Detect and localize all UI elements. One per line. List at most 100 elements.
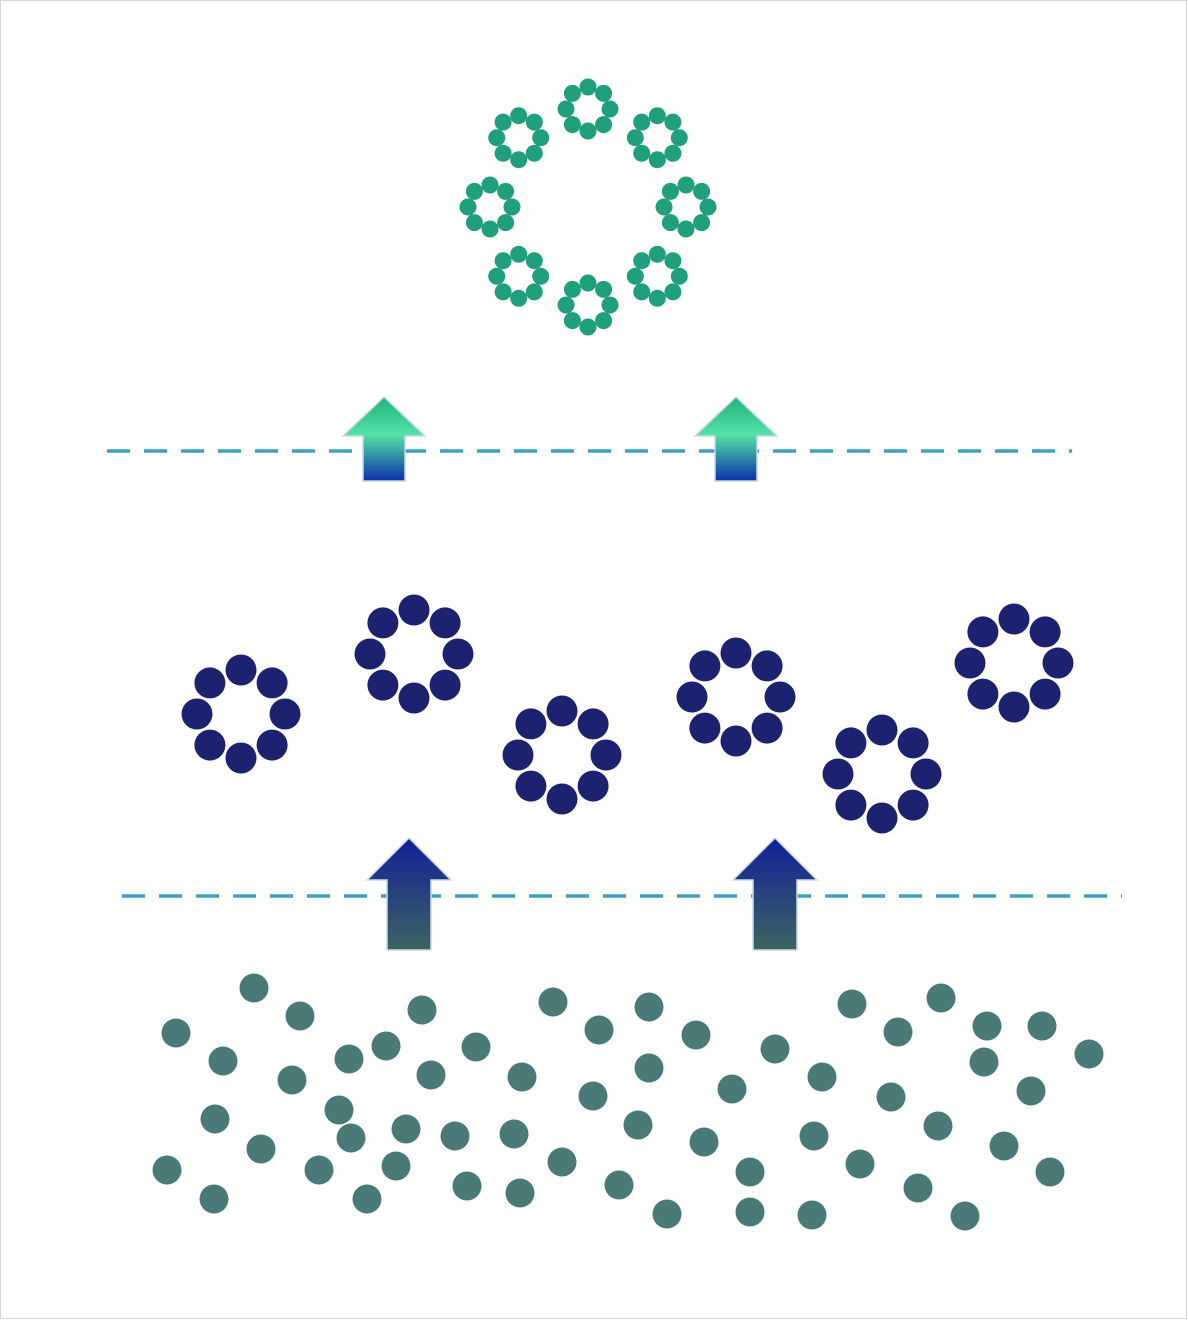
ring-bead — [256, 729, 288, 761]
monomer-particle — [371, 1031, 401, 1061]
super-ring-bead — [626, 267, 644, 285]
monomer-particle — [239, 973, 269, 1003]
ring-bead — [835, 727, 867, 759]
monomer-particle — [799, 1121, 829, 1151]
up-arrow-icon — [693, 395, 779, 482]
ring-bead — [866, 802, 898, 834]
super-ring-bead — [563, 116, 581, 134]
super-ring-bead — [664, 113, 682, 131]
ring-bead — [577, 770, 609, 802]
super-ring-bead — [595, 84, 613, 102]
ring-bead — [910, 758, 942, 790]
monomer-particle — [903, 1173, 933, 1203]
super-ring-bead — [532, 267, 550, 285]
super-ring-bead — [633, 283, 651, 301]
super-ring-bead — [648, 151, 666, 169]
monomer-particle — [1016, 1076, 1046, 1106]
sub-ring — [655, 176, 717, 238]
ring-bead — [835, 789, 867, 821]
ring-bead — [546, 695, 578, 727]
sub-ring — [488, 107, 550, 169]
divider-lines — [107, 449, 1122, 898]
monomer-particle — [634, 992, 664, 1022]
ring-bead — [897, 727, 929, 759]
ring-bead — [502, 739, 534, 771]
super-ring-bead — [563, 280, 581, 298]
super-ring-bead — [525, 252, 543, 270]
monomer-particle — [336, 1123, 366, 1153]
arrow-layer — [341, 395, 819, 951]
super-ring-bead — [481, 176, 499, 194]
monomer-particle — [461, 1032, 491, 1062]
super-ring-bead — [677, 176, 695, 194]
ring-bead — [577, 708, 609, 740]
ring-bead — [194, 667, 226, 699]
ring-bead — [367, 669, 399, 701]
super-ring-bead — [525, 283, 543, 301]
sub-ring — [626, 245, 688, 307]
monomer-particle — [246, 1134, 276, 1164]
monomer-particle — [304, 1155, 334, 1185]
super-ring-bead — [488, 267, 506, 285]
monomer-particle — [277, 1065, 307, 1095]
sub-ring — [459, 176, 521, 238]
ring-bead — [515, 708, 547, 740]
monomer-particle — [735, 1157, 765, 1187]
super-ring-bead — [661, 182, 679, 200]
ring-bead — [429, 607, 461, 639]
monomer-particle — [547, 1147, 577, 1177]
super-ring-bead — [481, 220, 499, 238]
monomer-particle — [717, 1074, 747, 1104]
sub-ring — [557, 78, 619, 140]
ring-bead — [764, 681, 796, 713]
ring-bead — [822, 758, 854, 790]
monomer-particle — [623, 1110, 653, 1140]
super-ring-bead — [693, 182, 711, 200]
octameric-ring — [954, 603, 1074, 723]
super-ring-bead — [525, 113, 543, 131]
monomer-particle — [950, 1201, 980, 1231]
monomer-particle — [989, 1131, 1019, 1161]
monomer-particle — [797, 1200, 827, 1230]
ring-bead — [689, 712, 721, 744]
super-ring-bead — [664, 252, 682, 270]
ring-bead — [1042, 647, 1074, 679]
super-ring-bead — [601, 100, 619, 118]
ring-layer — [181, 594, 1074, 834]
monomer-particle — [883, 1017, 913, 1047]
sub-ring — [488, 245, 550, 307]
ring-bead — [720, 637, 752, 669]
monomer-particle — [152, 1155, 182, 1185]
ring-bead — [515, 770, 547, 802]
monomer-particle — [161, 1018, 191, 1048]
ring-bead — [751, 650, 783, 682]
super-ring-bead — [677, 220, 695, 238]
super-ring-bead — [494, 113, 512, 131]
super-ring-bead — [557, 100, 575, 118]
super-ring-bead — [664, 144, 682, 162]
monomer-particle — [926, 983, 956, 1013]
octameric-ring — [181, 654, 301, 774]
ring-bead — [225, 654, 257, 686]
monomer-particle — [689, 1127, 719, 1157]
super-ring — [459, 78, 717, 336]
monomer-particle — [807, 1062, 837, 1092]
ring-bead — [689, 650, 721, 682]
super-ring-bead — [595, 312, 613, 330]
monomer-particle — [200, 1104, 230, 1134]
monomer-particle — [876, 1082, 906, 1112]
monomer-particle — [652, 1199, 682, 1229]
super-ring-bead — [497, 214, 515, 232]
monomer-particle — [538, 987, 568, 1017]
monomer-particle — [578, 1081, 608, 1111]
monomer-particle — [845, 1149, 875, 1179]
super-ring-bead — [648, 107, 666, 125]
super-ring-bead — [579, 78, 597, 96]
super-ring-bead — [648, 245, 666, 263]
super-ring-bead — [459, 198, 477, 216]
super-ring-bead — [595, 116, 613, 134]
ring-bead — [398, 594, 430, 626]
super-ring-bead — [465, 182, 483, 200]
